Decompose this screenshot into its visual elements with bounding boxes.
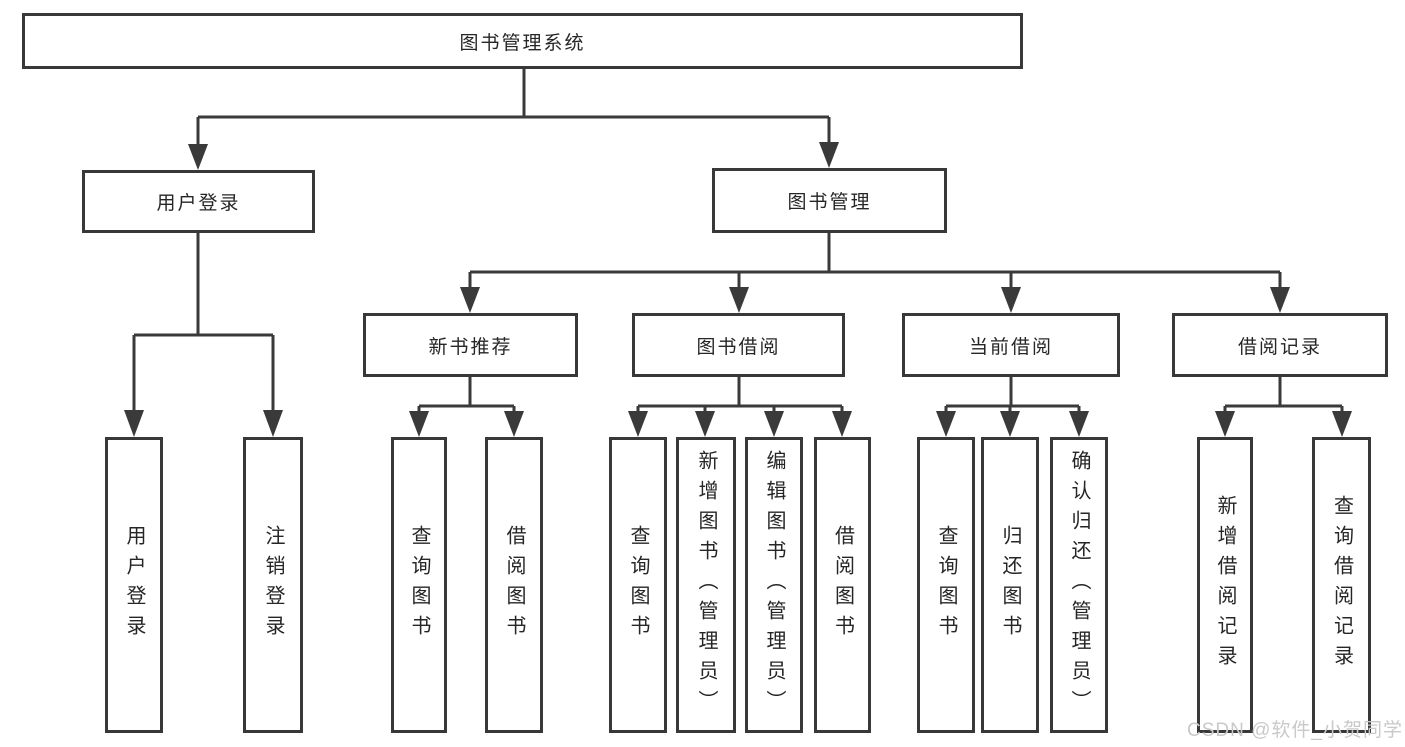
- leaf-confirm-return-admin: 确认归还（管理员）: [1050, 437, 1108, 733]
- arrowhead-icon: [695, 411, 715, 437]
- leaf-add-books-admin: 新增图书（管理员）: [676, 437, 736, 733]
- arrowhead-icon: [263, 410, 283, 437]
- leaf-return-books: 归还图书: [981, 437, 1039, 733]
- leaf-edit-books-admin: 编辑图书（管理员）: [745, 437, 803, 733]
- arrowhead-icon: [832, 411, 852, 437]
- arrowhead-icon: [764, 411, 784, 437]
- leaf-query-books-recommend: 查询图书: [391, 437, 447, 733]
- arrowhead-icon: [409, 411, 429, 437]
- arrowhead-icon: [936, 411, 956, 437]
- leaf-query-borrow-record: 查询借阅记录: [1312, 437, 1371, 733]
- node-book-borrowing: 图书借阅: [632, 313, 845, 377]
- leaf-user-login: 用户登录: [105, 437, 163, 733]
- arrowhead-icon: [124, 410, 144, 437]
- arrowhead-icon: [1000, 411, 1020, 437]
- node-user-login: 用户登录: [82, 170, 315, 233]
- arrowhead-icon: [628, 411, 648, 437]
- arrowhead-icon: [1270, 287, 1290, 313]
- leaf-add-borrow-record: 新增借阅记录: [1197, 437, 1253, 733]
- arrowhead-icon: [819, 142, 839, 168]
- csdn-watermark: CSDN @软件_小贺同学: [1187, 720, 1403, 741]
- arrowhead-icon: [1001, 287, 1021, 313]
- leaf-borrow-books-recommend: 借阅图书: [485, 437, 543, 733]
- node-new-book-recommend: 新书推荐: [363, 313, 578, 377]
- node-borrowing-records: 借阅记录: [1172, 313, 1388, 377]
- leaf-logout: 注销登录: [243, 437, 303, 733]
- arrowhead-icon: [504, 411, 524, 437]
- arrowhead-icon: [188, 144, 208, 170]
- leaf-borrow-books: 借阅图书: [814, 437, 871, 733]
- leaf-query-books-borrowing: 查询图书: [609, 437, 667, 733]
- connector-path: [132, 69, 1344, 411]
- node-current-borrowing: 当前借阅: [902, 313, 1120, 377]
- arrowhead-icon: [1215, 411, 1235, 437]
- arrowheads: [124, 142, 1352, 437]
- arrowhead-icon: [1332, 411, 1352, 437]
- arrowhead-icon: [729, 287, 749, 313]
- node-book-management: 图书管理: [712, 168, 947, 233]
- node-library-management-system: 图书管理系统: [22, 13, 1023, 69]
- arrowhead-icon: [1069, 411, 1089, 437]
- leaf-query-books-current: 查询图书: [917, 437, 975, 733]
- arrowhead-icon: [460, 287, 480, 313]
